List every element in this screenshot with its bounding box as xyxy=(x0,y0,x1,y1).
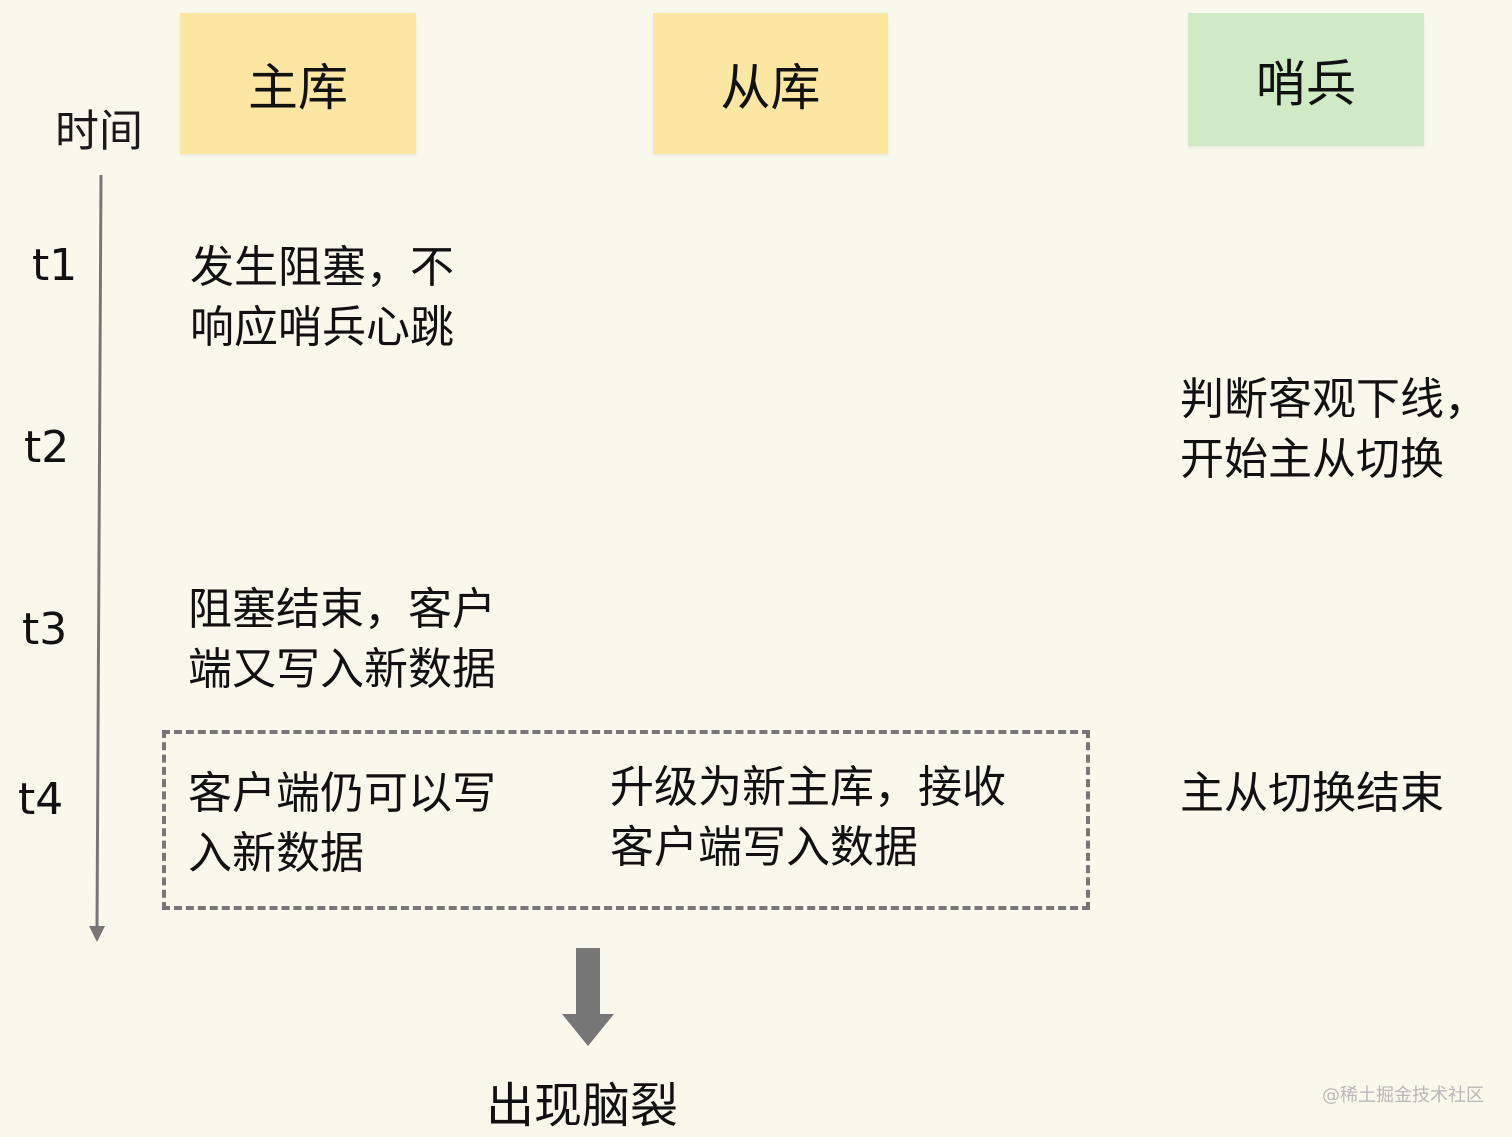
sentinel-header-label: 哨兵 xyxy=(1256,54,1356,113)
timeline-axis-line xyxy=(95,174,103,929)
event-t4-slave-line-2: 客户端写入数据 xyxy=(610,822,918,873)
event-t4-master-line-1: 客户端仍可以写 xyxy=(188,768,496,819)
timeline-arrowhead xyxy=(89,926,105,942)
slave-header-label: 从库 xyxy=(720,58,821,117)
time-axis-label: 时间 xyxy=(55,106,143,157)
slave-header: 从库 xyxy=(653,13,888,154)
event-t3-master-line-2: 端又写入新数据 xyxy=(188,644,496,695)
t4-split-brain-group xyxy=(162,730,1090,910)
event-t2-sentinel-line-1: 判断客观下线， xyxy=(1180,374,1488,425)
event-t4-master-line-2: 入新数据 xyxy=(188,828,364,879)
event-t3-master: 阻塞结束，客户 端又写入新数据 xyxy=(188,580,496,700)
tick-t4: t4 xyxy=(18,774,64,825)
result-label: 出现脑裂 xyxy=(486,1078,679,1134)
tick-t2: t2 xyxy=(24,422,70,473)
event-t1-master: 发生阻塞，不 响应哨兵心跳 xyxy=(190,238,454,358)
sentinel-header: 哨兵 xyxy=(1188,13,1424,146)
event-t1-master-line-1: 发生阻塞，不 xyxy=(190,242,454,293)
event-t4-slave-line-1: 升级为新主库，接收 xyxy=(610,762,1006,813)
event-t2-sentinel: 判断客观下线， 开始主从切换 xyxy=(1180,370,1488,490)
watermark: @稀土掘金技术社区 xyxy=(1322,1085,1484,1106)
event-t4-sentinel-line-1: 主从切换结束 xyxy=(1180,768,1444,819)
event-t2-sentinel-line-2: 开始主从切换 xyxy=(1180,434,1444,485)
tick-t3: t3 xyxy=(22,604,68,655)
down-arrow-icon xyxy=(562,948,614,1046)
event-t4-master: 客户端仍可以写 入新数据 xyxy=(188,764,496,884)
master-header: 主库 xyxy=(180,13,416,154)
event-t4-slave: 升级为新主库，接收 客户端写入数据 xyxy=(610,758,1006,878)
event-t4-sentinel: 主从切换结束 xyxy=(1180,764,1444,824)
tick-t1: t1 xyxy=(32,240,78,291)
master-header-label: 主库 xyxy=(248,58,348,117)
event-t3-master-line-1: 阻塞结束，客户 xyxy=(188,584,496,635)
event-t1-master-line-2: 响应哨兵心跳 xyxy=(190,302,454,353)
